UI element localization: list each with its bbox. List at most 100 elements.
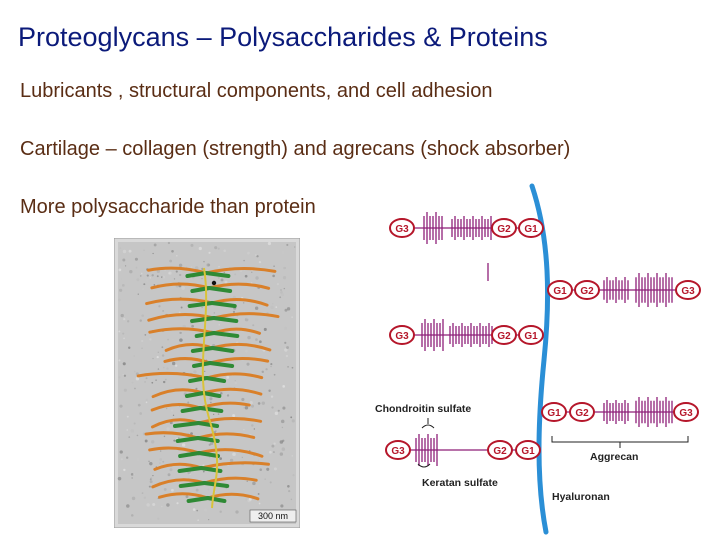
grain-dot xyxy=(159,450,162,452)
grain-dot xyxy=(255,485,258,488)
grain-dot xyxy=(117,476,122,481)
grain-dot xyxy=(204,370,206,372)
grain-dot xyxy=(123,374,127,377)
green-chain-left xyxy=(172,421,201,428)
grain-dot xyxy=(178,437,180,439)
grain-dot xyxy=(120,458,123,461)
hyaluronan-label: Hyaluronan xyxy=(552,491,610,503)
grain-dot xyxy=(282,385,285,388)
grain-dot xyxy=(131,514,134,517)
grain-dot xyxy=(143,283,146,286)
g3-domain-1: G3 xyxy=(389,218,415,238)
grain-dot xyxy=(123,388,127,392)
grain-dot xyxy=(273,451,275,453)
grain-dot xyxy=(175,270,178,273)
grain-dot xyxy=(232,452,236,457)
grain-dot xyxy=(176,255,178,257)
grain-dot xyxy=(234,381,237,385)
grain-dot xyxy=(140,272,143,275)
grain-dot xyxy=(159,458,163,461)
grain-dot xyxy=(161,354,165,357)
proteoglycan-micrograph: 300 nm xyxy=(114,238,300,528)
keratan-bracket xyxy=(417,463,431,468)
grain-dot xyxy=(141,339,144,343)
green-chain-left xyxy=(178,481,207,488)
svg-text:G1: G1 xyxy=(553,286,567,297)
svg-text:G2: G2 xyxy=(575,408,589,419)
grain-dot xyxy=(148,485,151,488)
g2-domain-5: G2 xyxy=(487,440,513,460)
grain-dot xyxy=(273,265,275,267)
grain-dot xyxy=(214,246,218,250)
grain-dot xyxy=(162,460,165,463)
grain-dot xyxy=(139,319,142,322)
green-chain-right xyxy=(196,421,220,428)
grain-dot xyxy=(254,306,259,310)
svg-text:G3: G3 xyxy=(391,446,405,457)
grain-dot xyxy=(180,306,183,309)
grain-dot xyxy=(282,406,286,410)
grain-dot xyxy=(149,480,153,484)
grain-dot xyxy=(232,414,236,418)
grain-dot xyxy=(190,266,193,268)
svg-text:G2: G2 xyxy=(580,286,594,297)
g2-domain-1: G2 xyxy=(491,218,517,238)
grain-dot xyxy=(133,370,136,373)
grain-dot xyxy=(131,496,136,501)
grain-dot xyxy=(170,409,174,412)
grain-dot xyxy=(125,456,129,459)
grain-dot xyxy=(201,277,203,280)
grain-dot xyxy=(234,273,237,276)
grain-dot xyxy=(166,407,168,410)
grain-dot xyxy=(284,341,287,344)
grain-dot xyxy=(269,481,272,484)
grain-dot xyxy=(123,468,126,472)
grain-dot xyxy=(242,428,245,431)
grain-dot xyxy=(139,275,142,277)
grain-dot xyxy=(291,419,295,423)
grain-dot xyxy=(149,277,151,279)
grain-dot xyxy=(171,249,174,253)
g3-domain-2: G3 xyxy=(675,280,701,300)
grain-dot xyxy=(161,505,163,508)
grain-dot xyxy=(190,243,194,247)
orange-chain-right xyxy=(204,267,277,275)
grain-dot xyxy=(148,442,151,444)
grain-dot xyxy=(118,359,121,362)
g1-domain-4: G1 xyxy=(541,402,567,422)
grain-dot xyxy=(203,260,205,263)
grain-dot xyxy=(258,502,261,505)
orange-chain-right xyxy=(212,312,280,320)
grain-dot xyxy=(235,258,240,262)
grain-dot xyxy=(174,364,178,367)
grain-dot xyxy=(282,266,286,270)
grain-dot xyxy=(121,284,125,287)
svg-text:G1: G1 xyxy=(524,224,538,235)
grain-dot xyxy=(255,338,258,341)
g1-domain-2: G1 xyxy=(547,280,573,300)
side-chains-4 xyxy=(603,397,673,427)
bullet-more-polysaccharide: More polysaccharide than protein xyxy=(20,196,316,218)
grain-dot xyxy=(246,362,250,366)
grain-dot xyxy=(120,278,123,281)
g2-domain-2: G2 xyxy=(574,280,600,300)
green-chain-left xyxy=(178,451,201,458)
grain-dot xyxy=(176,502,179,505)
g3-domain-4: G3 xyxy=(673,402,699,422)
grain-dot xyxy=(141,347,143,350)
svg-text:G2: G2 xyxy=(497,224,511,235)
grain-dot xyxy=(146,274,149,277)
grain-dot xyxy=(280,419,285,424)
grain-dot xyxy=(263,327,267,331)
grain-dot xyxy=(118,298,121,302)
grain-dot xyxy=(197,519,199,521)
grain-dot xyxy=(151,274,154,277)
green-chain-right xyxy=(208,361,235,368)
grain-dot xyxy=(270,365,272,368)
grain-dot xyxy=(270,395,274,398)
grain-dot xyxy=(171,361,176,366)
green-chain-left xyxy=(180,406,203,413)
grain-dot xyxy=(229,458,234,463)
grain-dot xyxy=(179,331,182,335)
grain-dot xyxy=(247,335,251,340)
